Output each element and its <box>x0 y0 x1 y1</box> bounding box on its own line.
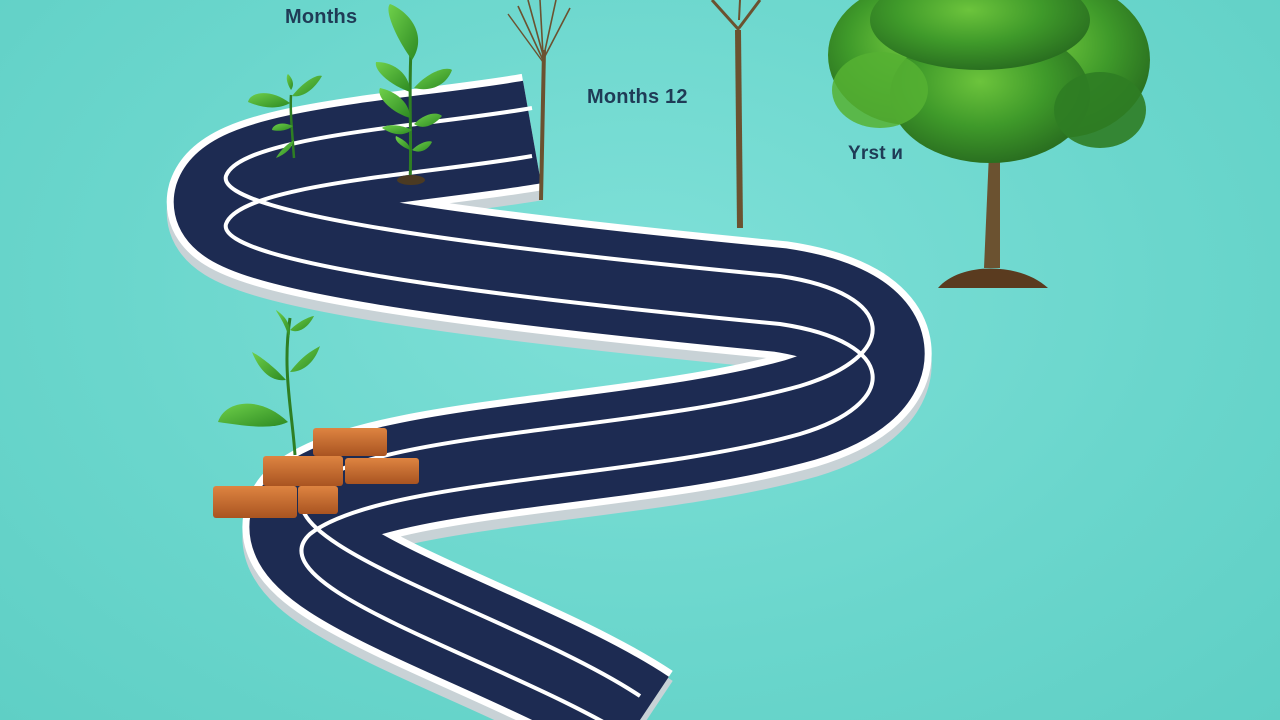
sprout-small <box>248 74 322 159</box>
brick-stack <box>213 428 419 518</box>
winding-road <box>167 73 932 720</box>
brick <box>345 458 419 484</box>
sapling-bare <box>507 0 571 201</box>
road-lane-line <box>223 154 875 720</box>
stage-label-months: Months <box>285 6 358 28</box>
road-surface <box>174 80 925 720</box>
brick <box>263 456 343 486</box>
plant-medium <box>375 4 452 185</box>
stage-label-months-12: Months 12 <box>587 86 688 108</box>
mature-tree <box>828 0 1150 288</box>
brick <box>298 486 338 514</box>
road-lane-line <box>223 106 875 698</box>
stage-label-years: Yrst и <box>848 143 904 164</box>
young-tree-trunk <box>710 0 762 229</box>
brick <box>213 486 297 518</box>
brick <box>313 428 387 456</box>
seedling-bricks <box>218 310 320 456</box>
